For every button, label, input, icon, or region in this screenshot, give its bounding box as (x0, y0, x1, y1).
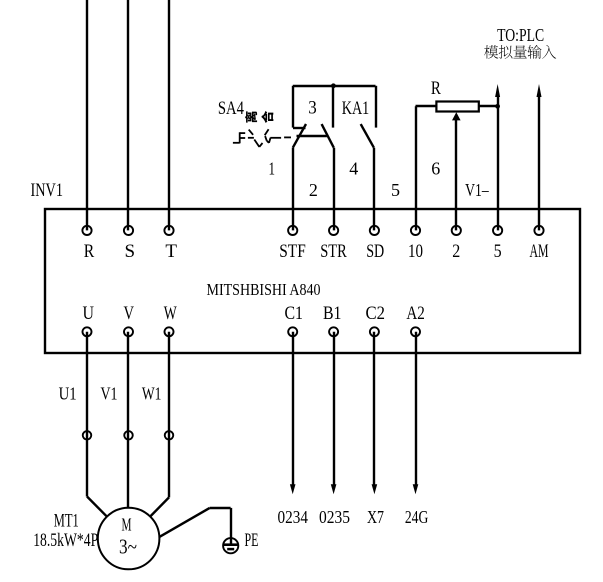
svg-text:5: 5 (494, 241, 502, 262)
svg-text:V1–: V1– (465, 180, 489, 200)
svg-text:MITSHBISHI A840: MITSHBISHI A840 (207, 280, 321, 299)
svg-text:W: W (164, 303, 177, 324)
svg-text:TO:PLC: TO:PLC (497, 25, 544, 45)
svg-text:C2: C2 (365, 303, 385, 324)
svg-text:0234: 0234 (278, 507, 309, 527)
svg-text:U1: U1 (59, 384, 77, 404)
svg-text:W1: W1 (142, 384, 162, 404)
svg-text:STF: STF (279, 241, 306, 262)
svg-text:10: 10 (408, 241, 423, 262)
svg-text:24G: 24G (405, 507, 429, 527)
svg-text:SA4: SA4 (218, 98, 244, 119)
svg-text:T: T (165, 241, 177, 262)
svg-text:0235: 0235 (319, 507, 350, 527)
svg-text:S: S (125, 241, 136, 262)
svg-text:U: U (83, 303, 95, 324)
svg-text:18.5kW*4P: 18.5kW*4P (33, 530, 98, 551)
svg-text:R: R (431, 78, 441, 99)
svg-text:2: 2 (452, 241, 460, 262)
svg-text:STR: STR (320, 241, 347, 262)
svg-text:1: 1 (268, 159, 275, 179)
svg-text:PE: PE (245, 530, 259, 551)
svg-text:2: 2 (309, 180, 318, 200)
svg-text:X7: X7 (367, 507, 384, 527)
svg-text:V: V (124, 303, 135, 324)
svg-text:M: M (122, 515, 132, 535)
svg-text:3~: 3~ (119, 535, 137, 559)
svg-text:MT1: MT1 (54, 511, 79, 532)
svg-text:6: 6 (431, 159, 440, 179)
svg-text:C1: C1 (284, 303, 303, 324)
svg-text:V1: V1 (101, 384, 118, 404)
svg-text:4: 4 (349, 159, 358, 179)
svg-text:B1: B1 (323, 303, 342, 324)
svg-text:KA1: KA1 (342, 98, 370, 119)
svg-text:AM: AM (530, 241, 549, 262)
svg-text:INV1: INV1 (31, 180, 64, 201)
svg-text:SD: SD (366, 241, 384, 262)
svg-text:R: R (84, 241, 95, 262)
svg-text:A2: A2 (406, 303, 425, 324)
svg-text:5: 5 (391, 180, 400, 200)
svg-text:3: 3 (308, 98, 317, 119)
